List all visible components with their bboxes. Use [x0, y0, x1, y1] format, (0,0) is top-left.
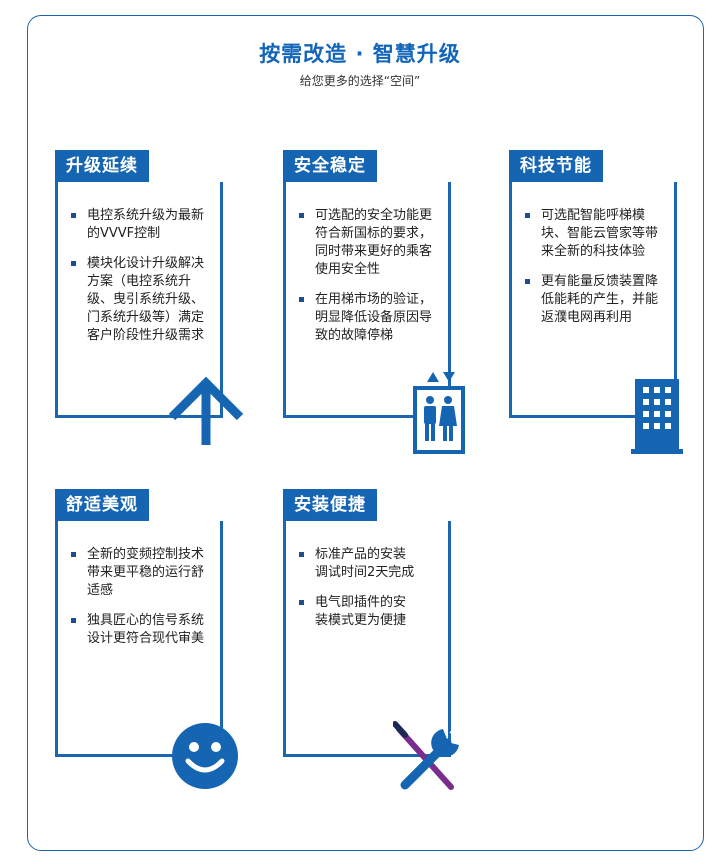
content-frame [27, 15, 704, 851]
card-title: 安全稳定 [283, 150, 377, 182]
card-border [55, 182, 223, 418]
list-item: 全新的变频控制技术带来更平稳的运行舒适感 [67, 546, 215, 600]
list-item: 电气即插件的安装模式更为便捷 [295, 594, 415, 630]
list-item: 独具匠心的信号系统设计更符合现代审美 [67, 612, 215, 648]
feature-list: 可选配的安全功能更符合新国标的要求，同时带来更好的乘客使用安全性 在用梯市场的验… [295, 207, 443, 357]
tools-icon [393, 721, 459, 790]
card-title: 升级延续 [55, 150, 149, 182]
feature-list: 全新的变频控制技术带来更平稳的运行舒适感 独具匠心的信号系统设计更符合现代审美 [67, 546, 215, 660]
card-border [509, 182, 677, 418]
card-border [55, 521, 223, 757]
card-upgrade: 升级延续 电控系统升级为最新的VVVF控制 模块化设计升级解决方案（电控系统升级… [55, 150, 244, 445]
list-item: 在用梯市场的验证，明显降低设备原因导致的故障停梯 [295, 291, 443, 345]
card-title: 科技节能 [509, 150, 603, 182]
list-item: 电控系统升级为最新的VVVF控制 [67, 207, 212, 243]
card-installation: 安装便捷 标准产品的安装调试时间2天完成 电气即插件的安装模式更为便捷 [283, 489, 459, 790]
feature-list: 标准产品的安装调试时间2天完成 电气即插件的安装模式更为便捷 [295, 546, 415, 642]
elevator-icon [413, 372, 465, 454]
arrow-up-icon [168, 376, 244, 445]
smiley-icon [172, 723, 238, 789]
card-safety: 安全稳定 可选配的安全功能更符合新国标的要求，同时带来更好的乘客使用安全性 在用… [283, 150, 465, 454]
card-border [283, 521, 451, 757]
card-tech-energy: 科技节能 可选配智能呼梯模块、智能云管家等带来全新的科技体验 更有能量反馈装置降… [509, 150, 683, 454]
card-title: 安装便捷 [283, 489, 377, 521]
card-comfort: 舒适美观 全新的变频控制技术带来更平稳的运行舒适感 独具匠心的信号系统设计更符合… [55, 489, 238, 789]
feature-list: 可选配智能呼梯模块、智能云管家等带来全新的科技体验 更有能量反馈装置降低能耗的产… [521, 207, 669, 339]
building-icon [631, 379, 683, 454]
feature-list: 电控系统升级为最新的VVVF控制 模块化设计升级解决方案（电控系统升级、曳引系统… [67, 207, 212, 357]
list-item: 模块化设计升级解决方案（电控系统升级、曳引系统升级、门系统升级等）满定客户阶段性… [67, 255, 212, 345]
list-item: 更有能量反馈装置降低能耗的产生，并能返濮电网再利用 [521, 273, 669, 327]
page-title: 按需改造 · 智慧升级 [259, 42, 461, 66]
list-item: 可选配的安全功能更符合新国标的要求，同时带来更好的乘客使用安全性 [295, 207, 443, 279]
card-border [283, 182, 451, 418]
list-item: 标准产品的安装调试时间2天完成 [295, 546, 415, 582]
card-title: 舒适美观 [55, 489, 149, 521]
list-item: 可选配智能呼梯模块、智能云管家等带来全新的科技体验 [521, 207, 669, 261]
page-subtitle: 给您更多的选择“空间” [299, 74, 421, 88]
